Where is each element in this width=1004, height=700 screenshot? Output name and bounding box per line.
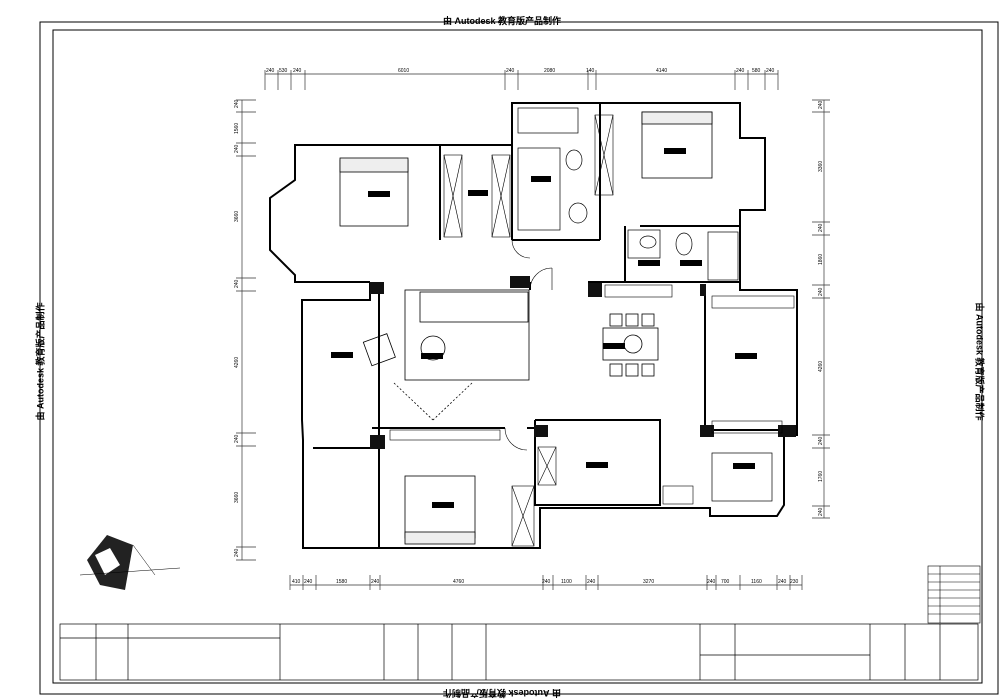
- dim-right-7: 240: [818, 436, 824, 445]
- dim-right-6: 4260: [818, 361, 824, 372]
- living-furniture: [362, 289, 530, 421]
- dim-left-6: 4260: [234, 357, 240, 368]
- dim-top-5: 240: [506, 68, 515, 74]
- bottom-dimension-labels: 410 240 1580 240 4760 240 1100 240 3270 …: [292, 579, 799, 585]
- compass-logo: [79, 535, 181, 590]
- top-dimension-labels: 240 530 240 6010 240 2080 140 4140 240 5…: [266, 68, 775, 74]
- room-labels: [331, 148, 757, 508]
- dim-bottom-12: 1160: [751, 579, 762, 585]
- dim-right-9: 240: [818, 507, 824, 516]
- dim-left-4: 3660: [234, 211, 240, 222]
- dim-top-1: 240: [266, 68, 275, 74]
- legend-block: [927, 565, 981, 624]
- dim-right-8: 1760: [818, 471, 824, 482]
- title-block: [59, 623, 979, 681]
- right-dimension-line: [812, 99, 830, 519]
- dining-table: [602, 313, 659, 377]
- right-dimension-labels: 240 3360 240 1860 240 4260 240 1760 240: [818, 100, 824, 516]
- dim-right-1: 240: [818, 100, 824, 109]
- dim-bottom-7: 1100: [561, 579, 572, 585]
- beds: [339, 111, 713, 545]
- wardrobes: [389, 114, 795, 547]
- bottom-dimension-line: [289, 575, 803, 590]
- dim-top-11: 240: [766, 68, 775, 74]
- dim-bottom-9: 3270: [643, 579, 654, 585]
- dim-bottom-13: 240: [778, 579, 787, 585]
- dim-top-2: 530: [279, 68, 288, 74]
- top-dimension-line: [264, 70, 779, 90]
- dim-bottom-4: 240: [371, 579, 380, 585]
- dim-top-10: 580: [752, 68, 761, 74]
- dim-bottom-14: 230: [790, 579, 799, 585]
- dim-top-4: 6010: [398, 68, 409, 74]
- dim-top-9: 240: [736, 68, 745, 74]
- dim-bottom-1: 410: [292, 579, 301, 585]
- dim-right-5: 240: [818, 287, 824, 296]
- dim-bottom-10: 240: [707, 579, 716, 585]
- dim-top-6: 2080: [544, 68, 555, 74]
- inner-border: [52, 29, 983, 684]
- dim-bottom-5: 4760: [453, 579, 464, 585]
- watermark-top: 由 Autodesk 教育版产品制作: [442, 16, 561, 26]
- dim-right-4: 1860: [818, 254, 824, 265]
- dim-left-7: 240: [234, 434, 240, 443]
- dim-top-8: 4140: [656, 68, 667, 74]
- dim-left-3: 240: [234, 144, 240, 153]
- outer-border: [39, 21, 999, 695]
- dim-top-7: 140: [586, 68, 595, 74]
- column-blocks: [370, 276, 796, 449]
- doors: [504, 239, 553, 451]
- dim-left-2: 1560: [234, 123, 240, 134]
- dim-bottom-3: 1580: [336, 579, 347, 585]
- bathroom-fixtures: [517, 107, 773, 502]
- dim-bottom-6: 240: [542, 579, 551, 585]
- dim-left-8: 3660: [234, 492, 240, 503]
- walls: [269, 102, 798, 549]
- left-dimension-line: [236, 99, 256, 561]
- dim-bottom-2: 240: [304, 579, 313, 585]
- dim-left-5: 240: [234, 279, 240, 288]
- dim-bottom-11: 700: [721, 579, 730, 585]
- dim-right-2: 3360: [818, 161, 824, 172]
- dim-left-9: 240: [234, 548, 240, 557]
- dim-top-3: 240: [293, 68, 302, 74]
- left-dimension-labels: 240 1560 240 3660 240 4260 240 3660 240: [234, 99, 240, 557]
- dim-bottom-8: 240: [587, 579, 596, 585]
- dim-right-3: 240: [818, 223, 824, 232]
- dim-left-1: 240: [234, 99, 240, 108]
